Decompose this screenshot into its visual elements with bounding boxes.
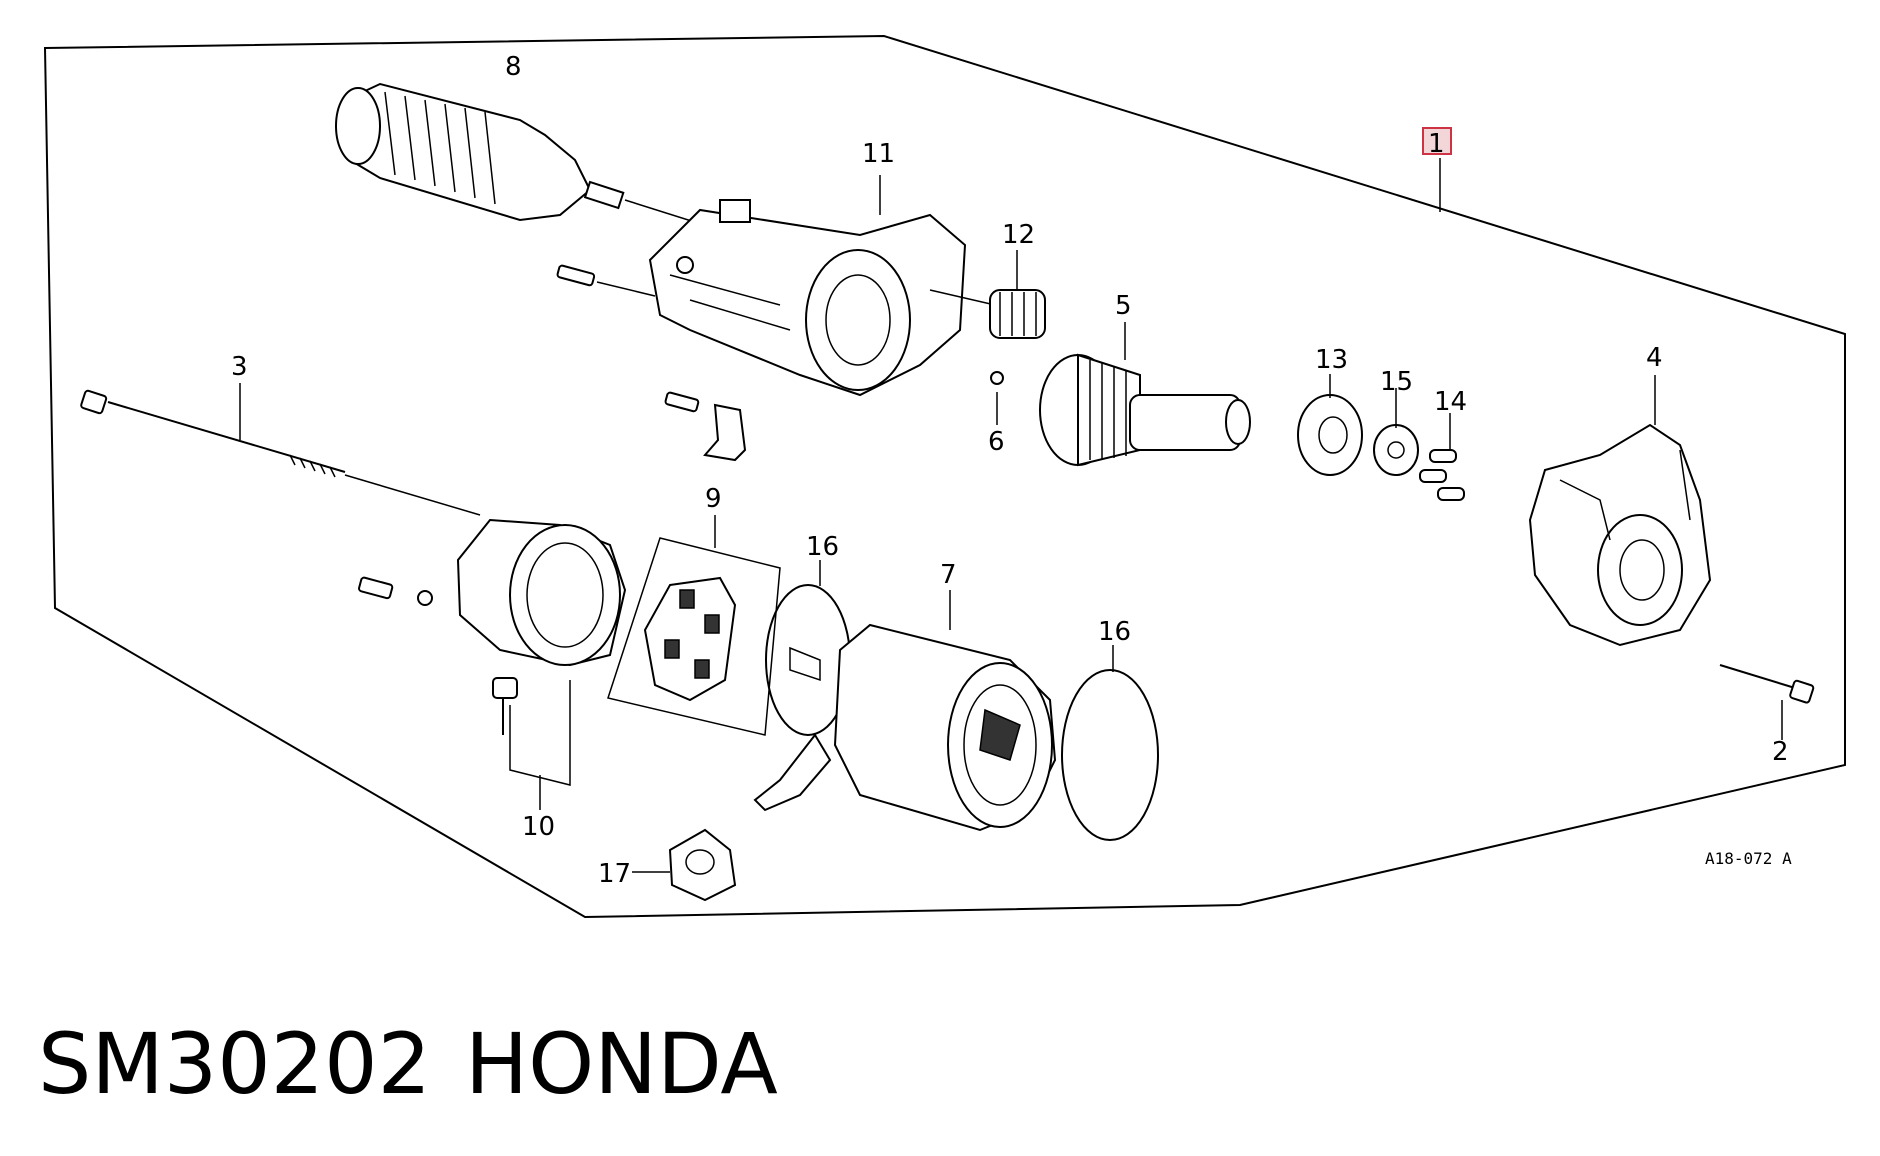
brand-name: HONDA: [465, 1015, 778, 1113]
callout-14: 14: [1434, 387, 1467, 417]
part-boot[interactable]: [668, 828, 737, 902]
callout-7: 7: [940, 560, 957, 590]
part-brush-holder[interactable]: [607, 537, 781, 736]
part-overrunning-clutch[interactable]: [1039, 353, 1251, 467]
drawing-code: A18-072 A: [1705, 849, 1792, 868]
screw-small-upper[interactable]: [556, 264, 596, 287]
part-retainer[interactable]: [1373, 424, 1419, 476]
callout-15: 15: [1380, 367, 1413, 397]
part-o-ring-right[interactable]: [1061, 669, 1159, 841]
callout-10: 10: [522, 812, 555, 842]
part-through-bolt[interactable]: [80, 389, 346, 478]
callout-1: 1: [1428, 129, 1445, 159]
callout-2: 2: [1772, 737, 1789, 767]
part-field-housing[interactable]: [648, 199, 967, 397]
part-steel-ball[interactable]: [990, 371, 1004, 385]
callout-8: 8: [505, 52, 522, 82]
screw-small-lower[interactable]: [664, 391, 700, 413]
screw-end-cover[interactable]: [358, 576, 394, 600]
callout-5: 5: [1115, 291, 1132, 321]
part-armature[interactable]: [335, 82, 625, 222]
callout-4: 4: [1646, 343, 1663, 373]
callout-16-right: 16: [1098, 617, 1131, 647]
callout-12: 12: [1002, 220, 1035, 250]
part-drive-end-housing[interactable]: [1528, 423, 1712, 647]
part-bolt-short[interactable]: [1719, 664, 1815, 704]
bracket[interactable]: [703, 403, 747, 462]
callout-11: 11: [862, 139, 895, 169]
part-end-cover[interactable]: [456, 518, 627, 667]
part-terminal[interactable]: [492, 677, 518, 735]
callout-17: 17: [598, 859, 631, 889]
highlight-box: [1422, 127, 1452, 155]
assembly-outline: [43, 34, 1846, 919]
callout-3: 3: [231, 352, 248, 382]
washer[interactable]: [417, 590, 433, 606]
part-rollers[interactable]: [1419, 449, 1465, 501]
callout-9: 9: [705, 484, 722, 514]
part-pinion-gear[interactable]: [989, 289, 1046, 339]
part-idler-gear[interactable]: [1297, 394, 1363, 476]
callout-6: 6: [988, 427, 1005, 457]
part-number: SM30202: [38, 1015, 431, 1113]
callout-13: 13: [1315, 345, 1348, 375]
callout-16-left: 16: [806, 532, 839, 562]
part-solenoid[interactable]: [753, 623, 1057, 832]
